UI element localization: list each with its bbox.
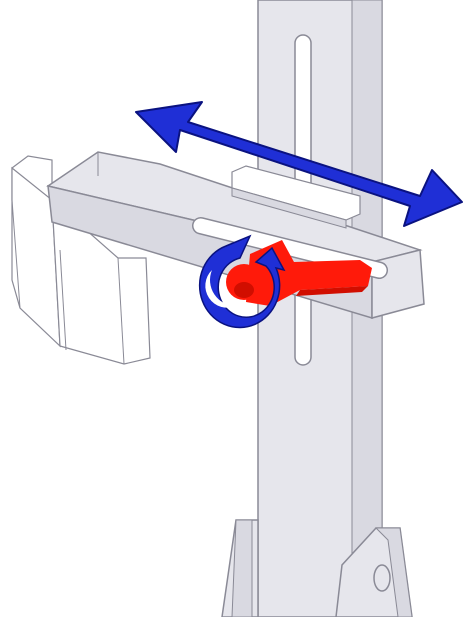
base-brackets	[221, 519, 413, 617]
double-arrow-icon	[135, 101, 463, 227]
slider-block	[231, 165, 361, 229]
end-pad	[11, 155, 151, 365]
rotate-arrow-icon	[198, 234, 286, 329]
